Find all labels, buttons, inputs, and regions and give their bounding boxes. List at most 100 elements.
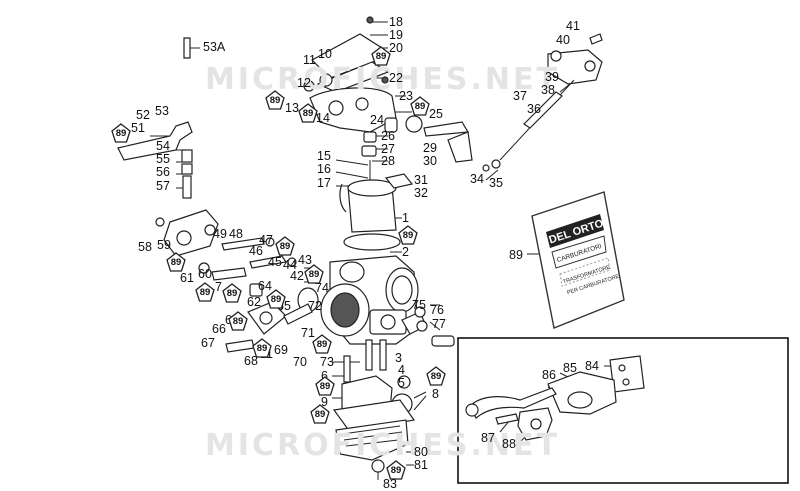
callout-14: 14 <box>316 111 330 125</box>
callout-36: 36 <box>527 102 541 116</box>
callout-13: 13 <box>285 101 299 115</box>
pentagon-label: 89 <box>170 257 182 268</box>
gasket-kit-bag <box>531 191 625 329</box>
pentagon-label: 89 <box>430 371 442 382</box>
callout-30: 30 <box>423 154 437 168</box>
callout-38: 38 <box>541 83 555 97</box>
callout-70: 70 <box>293 355 307 369</box>
callout-86: 86 <box>542 368 556 382</box>
pentagon-label: 89 <box>279 241 291 252</box>
callout-76: 76 <box>430 303 444 317</box>
pentagon-marker: 89 <box>398 225 418 245</box>
callout-25: 25 <box>429 107 443 121</box>
callout-4: 4 <box>398 363 405 377</box>
callout-10: 10 <box>318 47 332 61</box>
pentagon-label: 89 <box>269 95 281 106</box>
pentagon-label: 89 <box>316 339 328 350</box>
pentagon-label: 89 <box>302 108 314 119</box>
callout-74: 74 <box>315 281 329 295</box>
callout-80: 80 <box>414 445 428 459</box>
callout-81: 81 <box>414 458 428 472</box>
callout-64: 64 <box>258 279 272 293</box>
callout-18: 18 <box>389 15 403 29</box>
callout-41: 41 <box>566 19 580 33</box>
callout-31: 31 <box>414 173 428 187</box>
callout-56: 56 <box>156 165 170 179</box>
callout-42: 42 <box>290 269 304 283</box>
callout-27: 27 <box>381 142 395 156</box>
callout-55: 55 <box>156 152 170 166</box>
callout-75: 75 <box>412 298 426 312</box>
throttle-valve-assembly <box>339 131 414 251</box>
pentagon-label: 89 <box>232 316 244 327</box>
adjusting-screws <box>198 237 313 353</box>
pentagon-marker: 89 <box>304 264 324 284</box>
pentagon-marker: 89 <box>315 376 335 396</box>
callout-83: 83 <box>383 477 397 491</box>
pentagon-marker: 89 <box>312 334 332 354</box>
callout-54: 54 <box>156 139 170 153</box>
pentagon-marker: 89 <box>371 46 391 66</box>
callout-62: 62 <box>247 295 261 309</box>
pentagon-label: 89 <box>390 465 402 476</box>
callout-72: 72 <box>308 299 322 313</box>
pentagon-marker: 89 <box>275 236 295 256</box>
callout-17: 17 <box>317 176 331 190</box>
callout-61: 61 <box>180 271 194 285</box>
watermark-top: MICROFICHES.NET <box>205 62 560 97</box>
pentagon-marker: 89 <box>265 90 285 110</box>
callout-67: 67 <box>201 336 215 350</box>
pentagon-label: 89 <box>375 51 387 62</box>
pentagon-marker: 89 <box>410 96 430 116</box>
pentagon-label: 89 <box>402 230 414 241</box>
pentagon-marker: 89 <box>426 366 446 386</box>
callout-40: 40 <box>556 33 570 47</box>
callout-88: 88 <box>502 437 516 451</box>
pentagon-label: 89 <box>319 381 331 392</box>
pentagon-label: 89 <box>308 269 320 280</box>
callout-59: 59 <box>157 238 171 252</box>
callout-23: 23 <box>399 89 413 103</box>
pentagon-marker: 89 <box>310 404 330 424</box>
callout-57: 57 <box>156 179 170 193</box>
callout-53A: 53A <box>203 40 226 54</box>
callout-9: 9 <box>321 395 328 409</box>
callout-2: 2 <box>402 245 409 259</box>
callout-66: 66 <box>212 322 226 336</box>
callout-20: 20 <box>389 41 403 55</box>
pentagon-marker: 89 <box>222 283 242 303</box>
callout-28: 28 <box>381 154 395 168</box>
callout-85: 85 <box>563 361 577 375</box>
pentagon-label: 89 <box>226 288 238 299</box>
callout-84: 84 <box>585 359 599 373</box>
callout-49: 49 <box>213 227 227 241</box>
callout-5: 5 <box>398 376 405 390</box>
inset-linkage <box>465 355 645 441</box>
callout-29: 29 <box>423 141 437 155</box>
callout-60: 60 <box>198 267 212 281</box>
pentagon-marker: 89 <box>111 123 131 143</box>
callout-87: 87 <box>481 431 495 445</box>
callout-71: 71 <box>301 326 315 340</box>
callout-53: 53 <box>155 104 169 118</box>
callout-52: 52 <box>136 108 150 122</box>
callout-39: 39 <box>545 70 559 84</box>
pentagon-label: 89 <box>270 294 282 305</box>
pentagon-label: 89 <box>314 409 326 420</box>
callout-34: 34 <box>470 172 484 186</box>
callout-35: 35 <box>489 176 503 190</box>
callout-19: 19 <box>389 28 403 42</box>
callout-16: 16 <box>317 162 331 176</box>
callout-73: 73 <box>320 355 334 369</box>
float-bowl-assembly <box>332 339 416 480</box>
callout-26: 26 <box>381 129 395 143</box>
callout-12: 12 <box>297 76 311 90</box>
pentagon-marker: 89 <box>386 460 406 480</box>
callout-47: 47 <box>259 233 273 247</box>
pentagon-marker: 89 <box>252 338 272 358</box>
pentagon-label: 89 <box>256 343 268 354</box>
callout-11: 11 <box>303 53 316 67</box>
callout-32: 32 <box>414 186 428 200</box>
callout-89-bag: 89 <box>509 248 523 262</box>
